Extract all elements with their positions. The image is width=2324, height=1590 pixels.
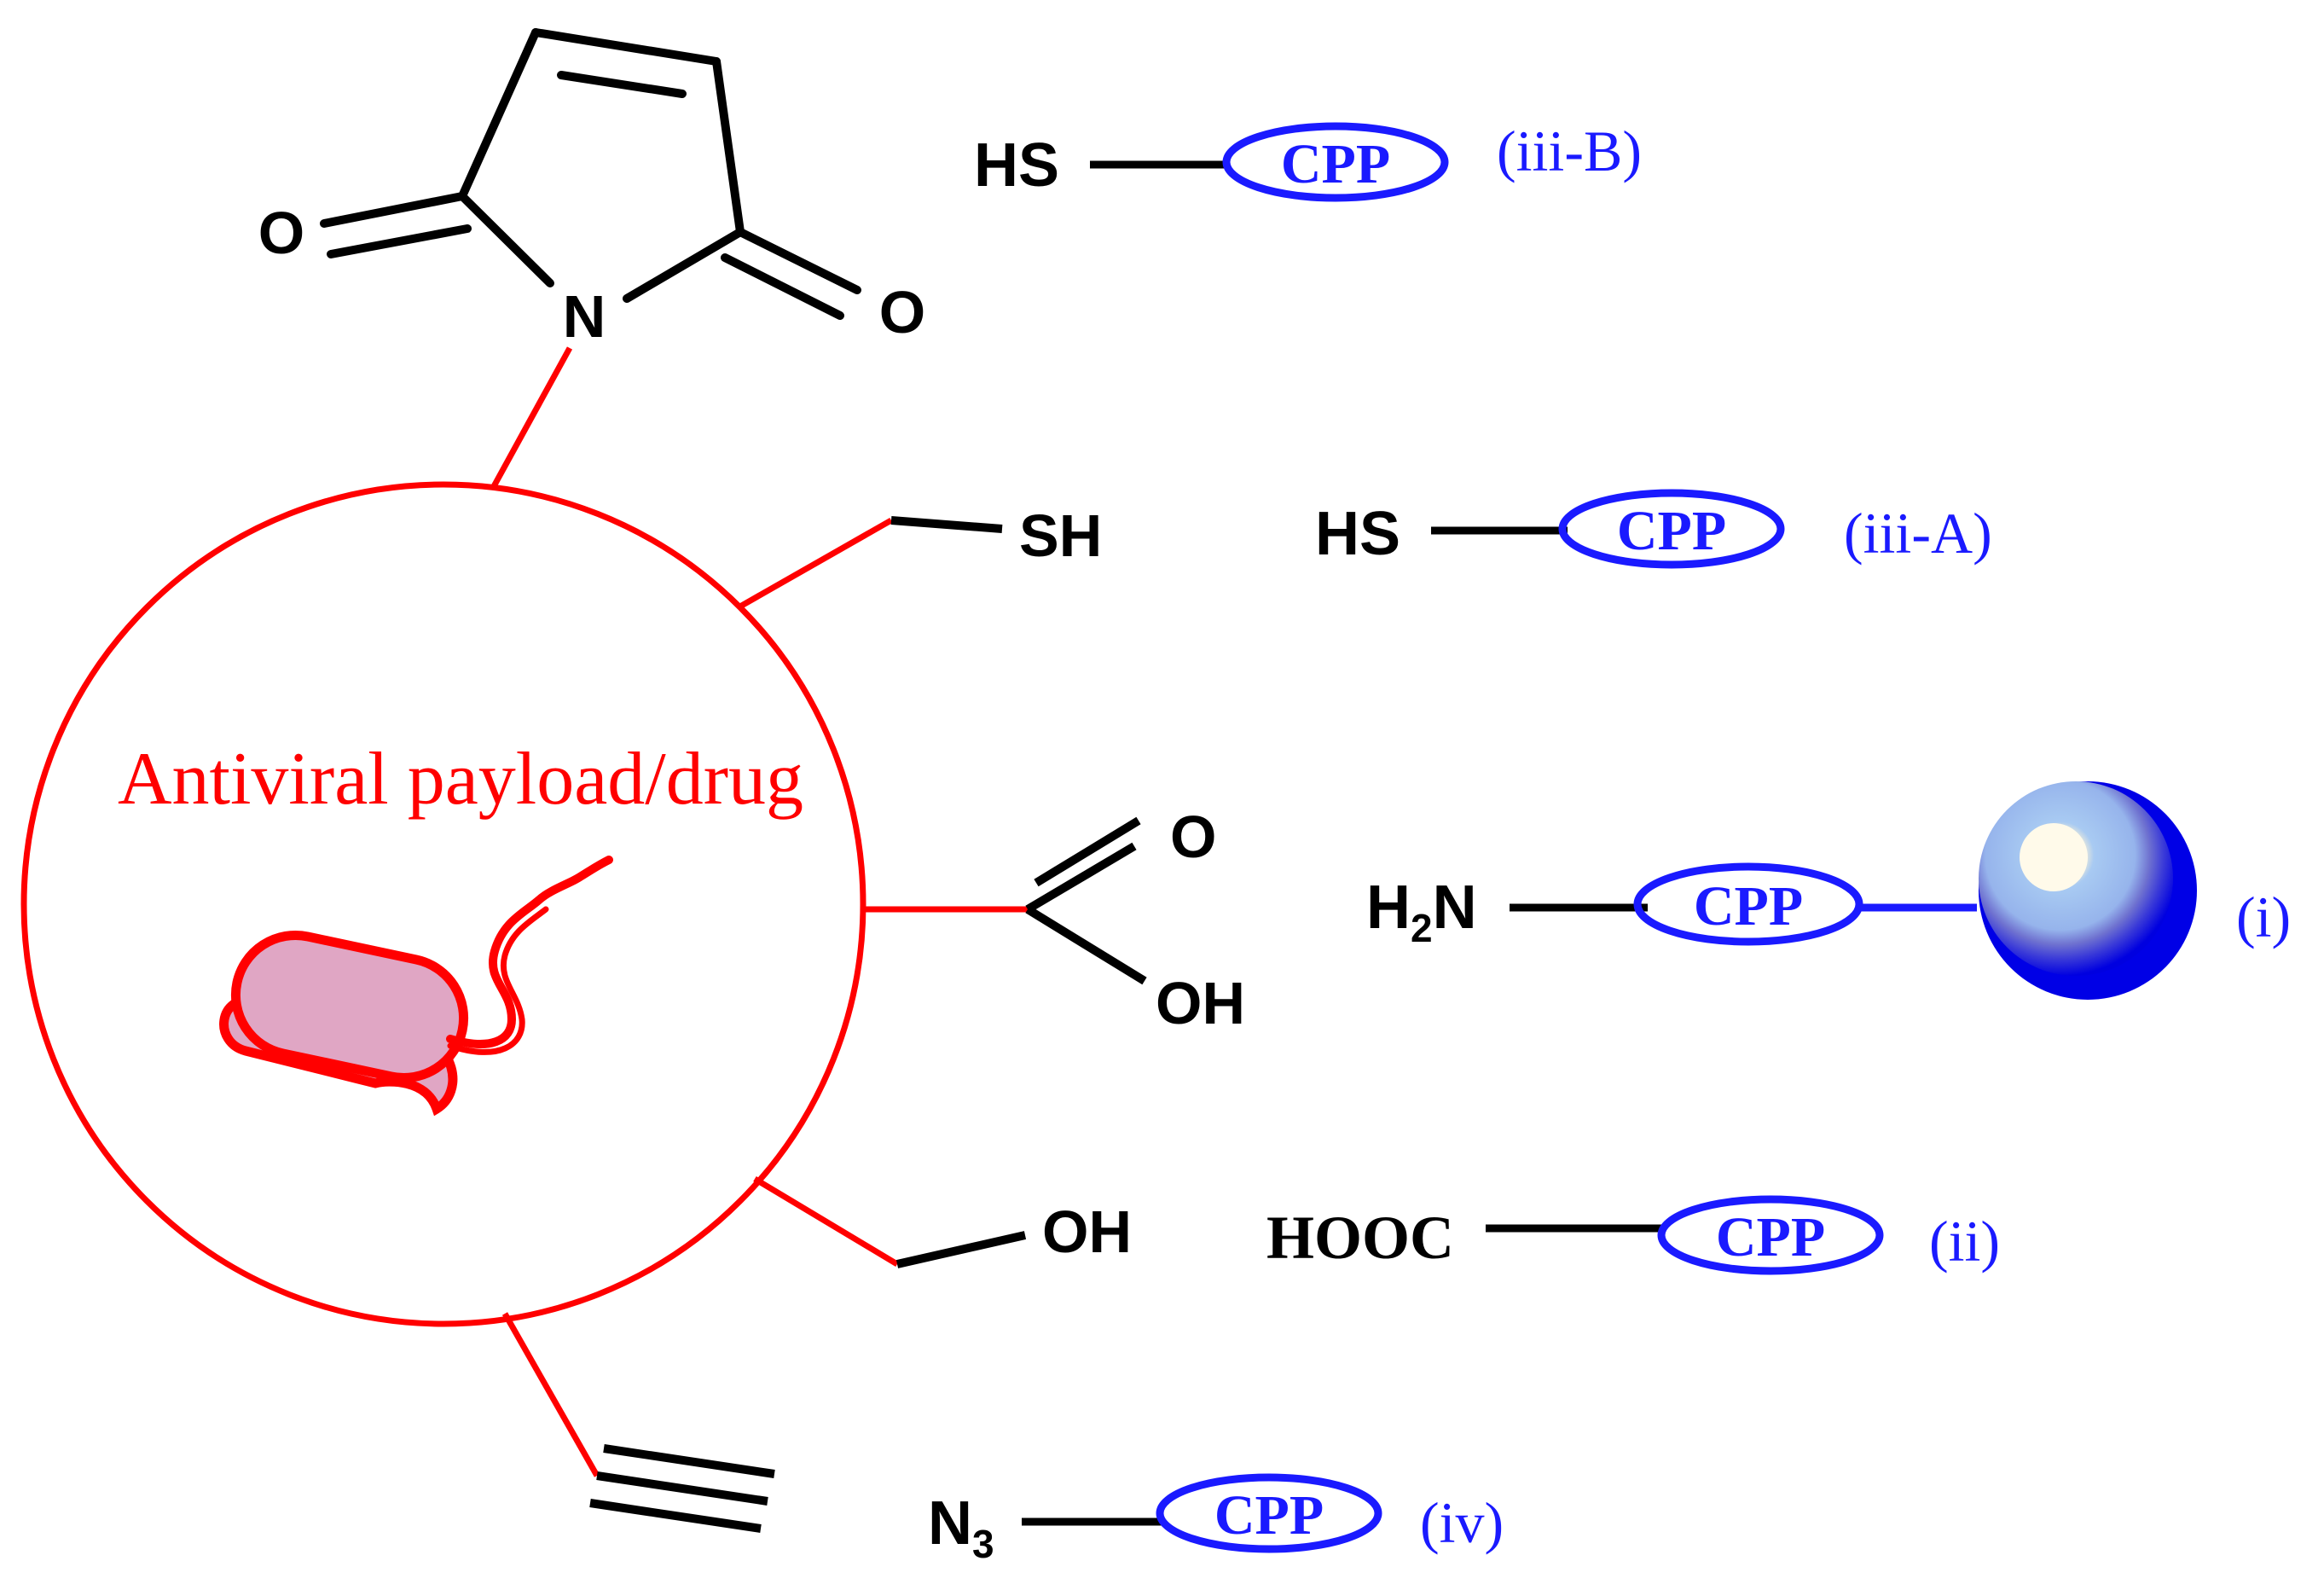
alkyne-group: [589, 1444, 775, 1533]
hydroxyl-label: OH: [1042, 1198, 1132, 1265]
cpp-label: CPP: [1716, 1206, 1825, 1268]
linker-alkyne: [501, 1312, 600, 1477]
cpp-label: CPP: [1617, 500, 1726, 562]
terminal-hs: HS: [1315, 500, 1400, 568]
carboxyl-oh: OH: [1156, 970, 1245, 1036]
payload-group: Antiviral payload/drug: [20, 481, 866, 1327]
carboxyl-o: O: [1170, 804, 1216, 870]
cpp-ellipse: [1558, 489, 1785, 569]
hydroxyl-bond: [895, 1231, 1027, 1268]
carboxyl-group: [1025, 816, 1147, 985]
conjugate-tag: (iv): [1420, 1490, 1504, 1555]
maleimide-group: [320, 28, 861, 320]
conjugate-i: H2N CPP (i): [1366, 781, 2291, 1000]
cpp-ellipse: [1222, 122, 1449, 202]
linker-maleimide: [490, 346, 573, 490]
linker-thiol: [737, 517, 893, 611]
cpp-label: CPP: [1214, 1484, 1324, 1546]
cpp-ellipse: [1156, 1473, 1382, 1553]
conjugate-ii: HOOC CPP (ii): [1266, 1195, 2000, 1275]
conjugate-tag: (iii-B): [1497, 119, 1642, 183]
nanoparticle-sphere-icon: [1979, 781, 2197, 1000]
terminal-h2n: H2N: [1366, 873, 1477, 950]
conjugate-tag: (i): [2236, 885, 2291, 949]
terminal-hooc: HOOC: [1266, 1204, 1454, 1272]
terminal-n3: N3: [928, 1489, 994, 1566]
terminal-hs: HS: [974, 131, 1059, 200]
maleimide-n: N: [563, 283, 606, 350]
linker-hydroxyl: [753, 1175, 899, 1268]
cpp-label: CPP: [1281, 133, 1390, 195]
payload-linkers: [490, 346, 1034, 1477]
maleimide-o-right: O: [879, 279, 925, 345]
thiol-bond: [890, 516, 1003, 533]
conjugate-iii-a: HS CPP (iii-A): [1315, 489, 1992, 569]
maleimide-o-left: O: [258, 200, 304, 266]
conjugate-iii-b: HS CPP (iii-B): [974, 119, 1642, 202]
conjugate-tag: (iii-A): [1844, 501, 1992, 566]
conjugate-iv: N3 CPP (iv): [928, 1473, 1504, 1566]
thiol-label: SH: [1019, 502, 1102, 569]
payload-label: Antiviral payload/drug: [118, 738, 803, 821]
cpp-ellipse: [1657, 1195, 1884, 1275]
conjugate-tag: (ii): [1929, 1209, 2000, 1274]
bacterium-icon: [219, 856, 613, 1117]
payload-circle: [20, 481, 866, 1327]
cpp-label: CPP: [1694, 875, 1803, 937]
